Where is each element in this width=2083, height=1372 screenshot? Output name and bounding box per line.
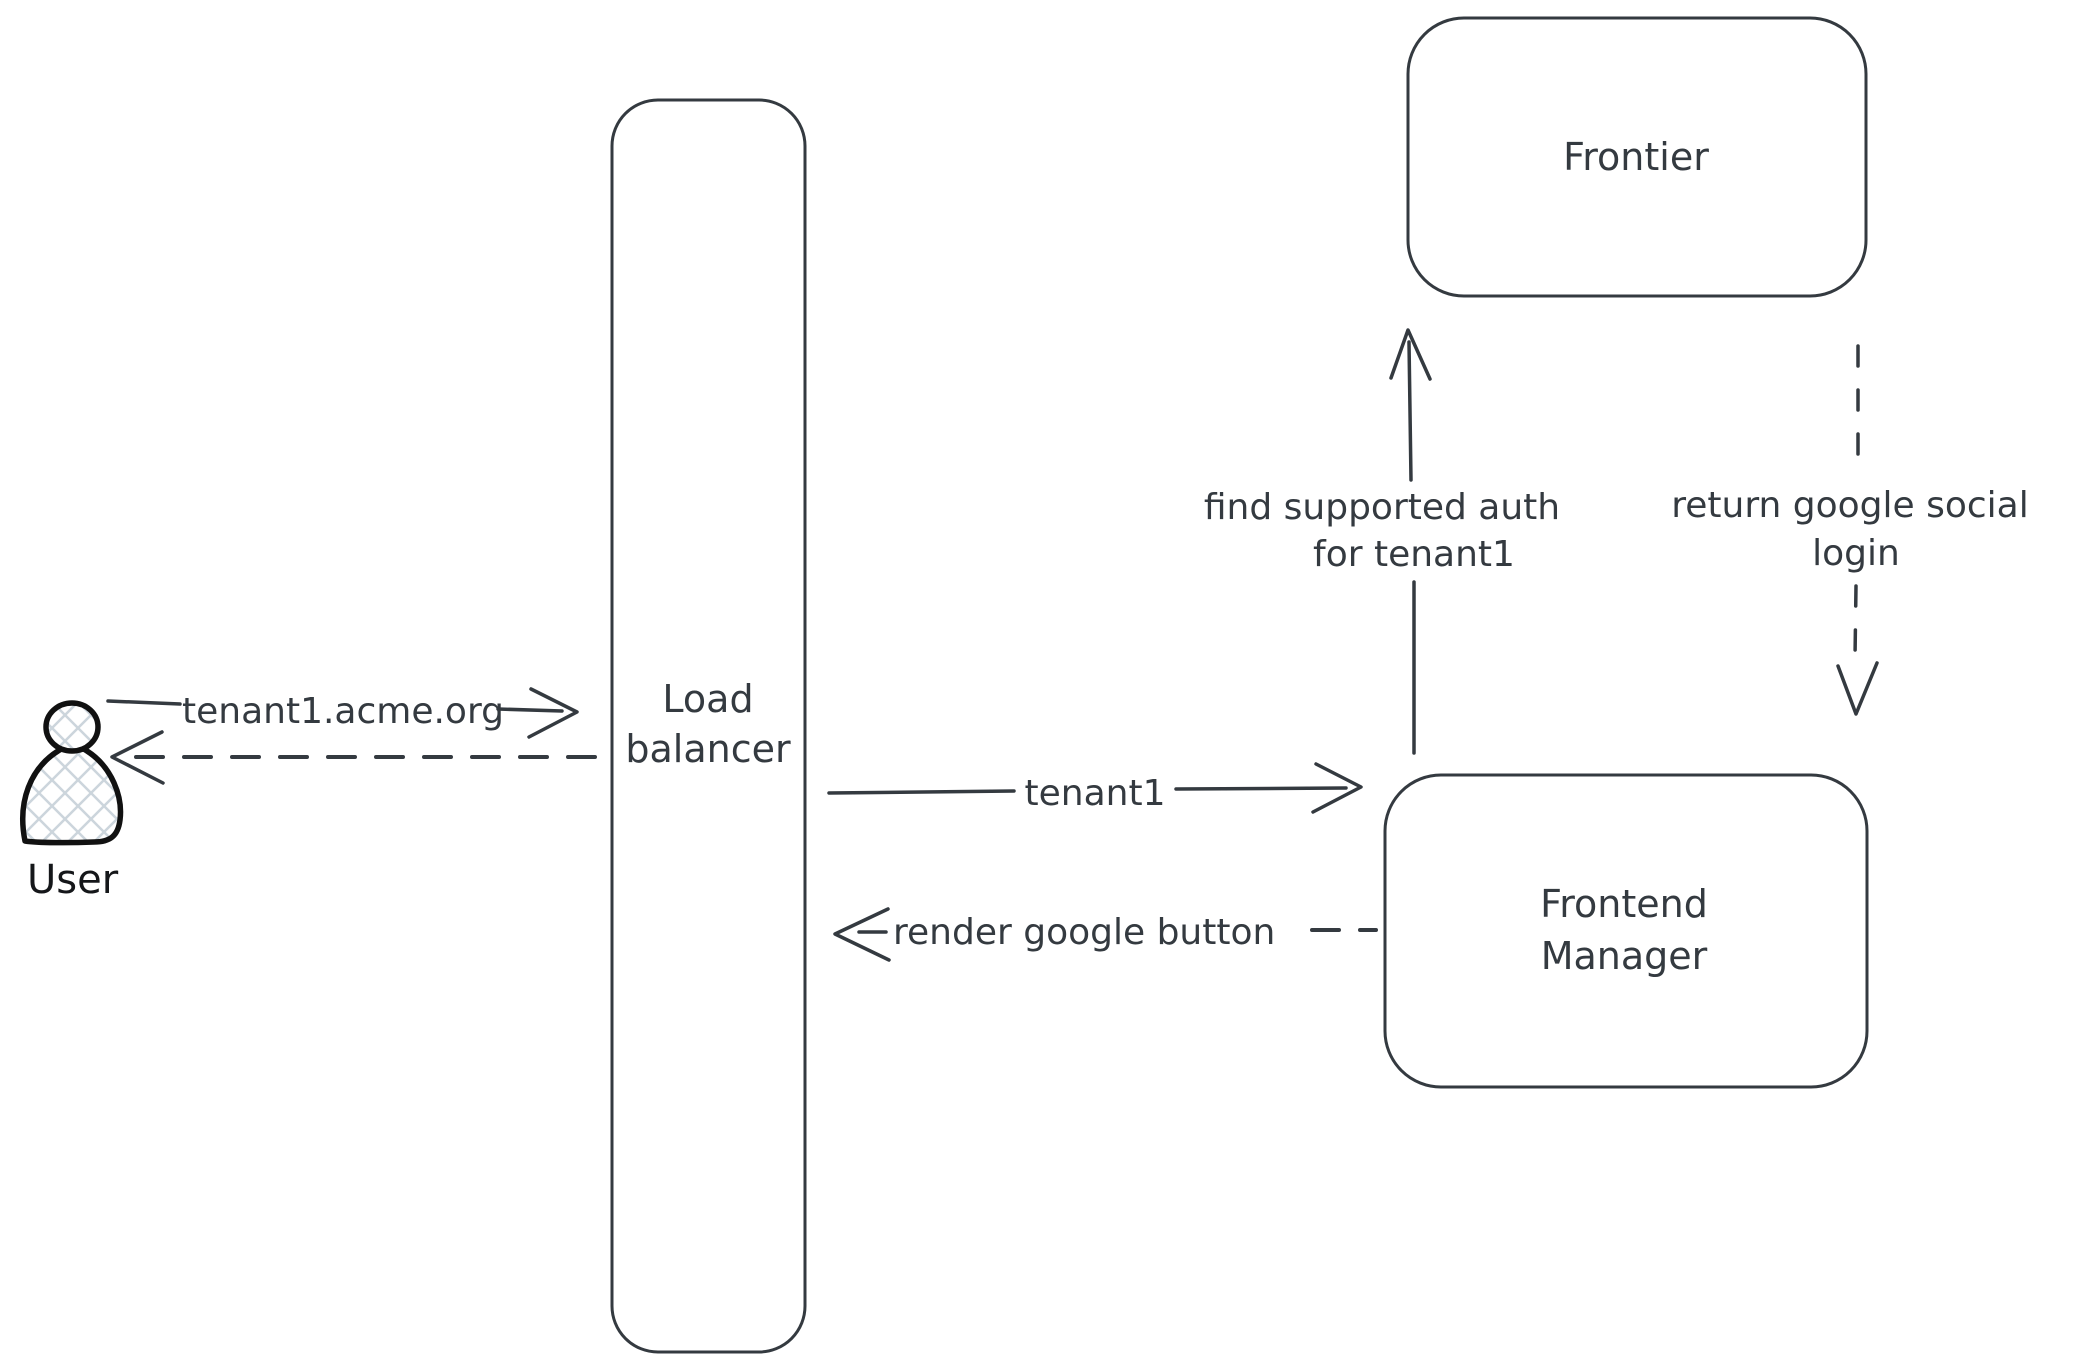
arrowhead-right-icon — [1311, 762, 1363, 814]
arrowhead-left-icon — [833, 907, 891, 962]
edge-user-request-line-left — [106, 699, 182, 706]
user-icon — [20, 700, 124, 846]
edge-frontend-to-frontier-line-top — [1407, 340, 1413, 482]
frontend-manager-label-line1: Frontend — [1540, 882, 1708, 926]
user-head-shape — [43, 700, 101, 754]
edge-lb-to-frontend-line-right — [1174, 786, 1348, 791]
node-frontend-manager: Frontend Manager — [1383, 773, 1869, 1089]
edge-frontier-to-frontend-line-bottom — [1853, 584, 1858, 660]
edge-frontier-to-frontend-label-line1: return google social — [1671, 485, 2029, 526]
edge-user-request: tenant1.acme.org — [106, 687, 579, 739]
load-balancer-shape — [610, 98, 807, 1354]
node-frontier: Frontier — [1406, 16, 1868, 298]
edge-frontend-to-frontier: find supported auth for tenant1 — [1204, 328, 1560, 755]
edge-frontend-to-frontier-label-line2: for tenant1 — [1313, 534, 1515, 575]
frontier-shape — [1406, 16, 1868, 298]
edge-lb-to-frontend-label: tenant1 — [1025, 773, 1166, 814]
load-balancer-label-line1: Load — [662, 677, 753, 721]
edge-frontier-to-frontend: return google social login — [1671, 344, 2029, 716]
arrowhead-down-icon — [1836, 661, 1879, 716]
edge-frontend-to-lb: render google button — [833, 907, 1378, 962]
arrowhead-right-icon — [527, 687, 579, 739]
edge-user-request-label: tenant1.acme.org — [182, 691, 504, 732]
frontier-label: Frontier — [1563, 135, 1709, 179]
load-balancer-label-line2: balancer — [625, 727, 791, 771]
edge-user-request-line-right — [496, 707, 564, 713]
node-load-balancer: Load balancer — [610, 98, 807, 1354]
frontend-manager-label-line2: Manager — [1541, 934, 1708, 978]
edge-lb-to-frontend: tenant1 — [827, 762, 1363, 814]
node-user: User — [20, 700, 124, 903]
edge-lb-to-frontend-line-left — [827, 789, 1016, 795]
edge-frontend-to-lb-label: render google button — [893, 912, 1275, 953]
user-body-shape — [20, 744, 124, 846]
frontend-manager-shape — [1383, 773, 1869, 1089]
user-label: User — [27, 857, 119, 903]
edge-frontend-to-frontier-label-line1: find supported auth — [1204, 487, 1560, 528]
arrowhead-up-icon — [1389, 328, 1432, 381]
edge-frontier-to-frontend-label-line2: login — [1812, 533, 1900, 574]
arrowhead-left-icon — [110, 730, 165, 785]
edge-lb-response — [110, 730, 612, 785]
